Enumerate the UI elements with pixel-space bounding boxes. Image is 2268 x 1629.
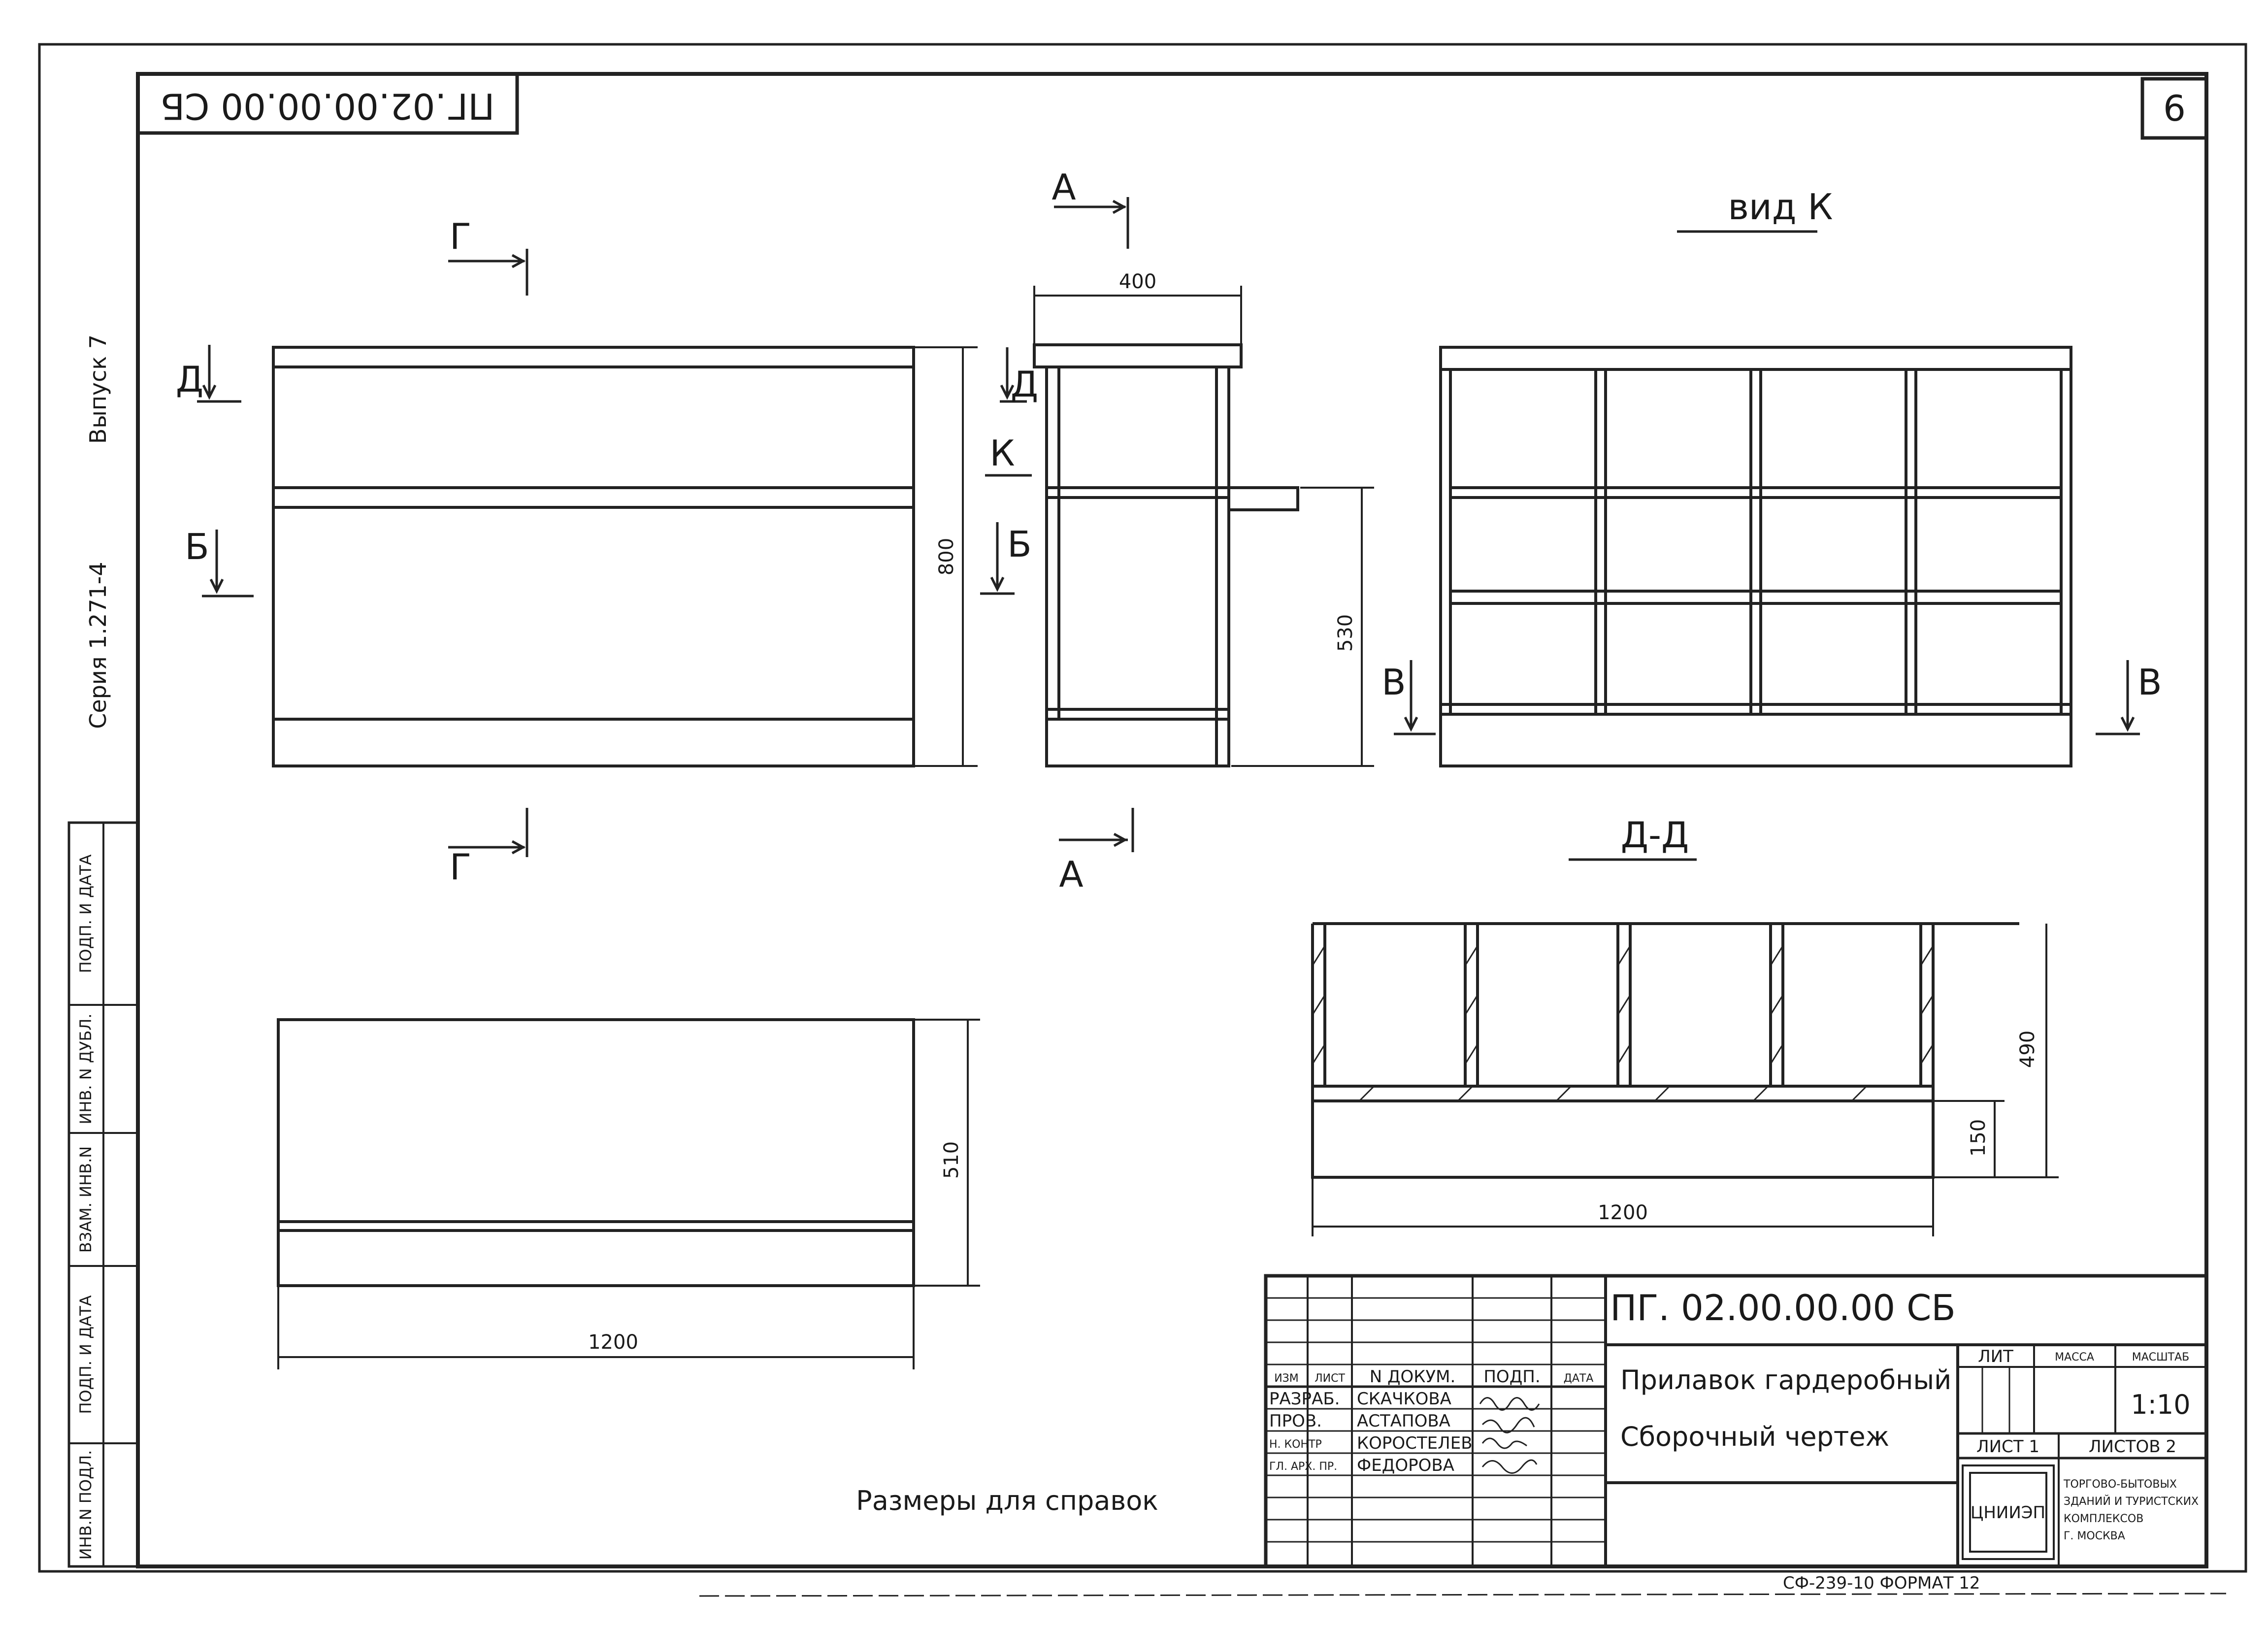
strip-label-dubl: ИНВ. N ДУБЛ. — [76, 1013, 95, 1124]
reference-note: Размеры для справок — [856, 1485, 1158, 1516]
series-margin: Серия 1.271-4 — [85, 562, 111, 729]
section-b-mid-label: Б — [1007, 524, 1031, 565]
section-b-mid — [980, 522, 1015, 595]
section-v-left-label: В — [1381, 662, 1406, 703]
tb-scale-value: 1:10 — [2131, 1389, 2190, 1420]
sheet-number-box — [2140, 77, 2208, 140]
tb-name-line1: Прилавок гардеробный — [1620, 1364, 1951, 1396]
section-v-right — [2096, 660, 2140, 735]
tb-row-role-1: ПРОВ. — [1269, 1411, 1322, 1431]
side-depth-dim — [1033, 286, 1242, 345]
strip-label-inv-podl: ИНВ.N ПОДЛ. — [76, 1450, 95, 1560]
section-a-top-label: А — [1052, 166, 1076, 208]
tb-row-name-3: ФЕДОРОВА — [1357, 1456, 1454, 1475]
section-dd-plinth-label: 150 — [1967, 1119, 1990, 1157]
section-g-top-label: Г — [450, 216, 471, 257]
section-a-bottom — [1059, 808, 1134, 852]
section-d-left-label: Д — [176, 359, 203, 400]
section-g-bottom-label: Г — [450, 846, 471, 888]
plan-depth-dim — [914, 1019, 980, 1287]
plan-depth-label: 510 — [940, 1141, 963, 1179]
rotated-code-text: ПГ.02.00.00.00 СБ — [161, 85, 495, 127]
section-v-left — [1394, 660, 1436, 735]
section-g-top — [448, 249, 528, 296]
section-g-bottom — [448, 808, 528, 857]
sheet-number: 6 — [2163, 88, 2186, 129]
section-dd-height-label: 490 — [2016, 1031, 2039, 1068]
strip-label-podp-1: ПОДП. И ДАТА — [76, 1295, 95, 1414]
org-logo-text: ЦНИИЭП — [1971, 1503, 2045, 1523]
tb-header-doc: N ДОКУМ. — [1370, 1367, 1456, 1387]
plan-view — [277, 1018, 915, 1287]
title-block — [1264, 1274, 2208, 1568]
tb-row-name-2: КОРОСТЕЛЕВ — [1357, 1433, 1473, 1453]
bottom-dash-line — [699, 1593, 2227, 1597]
format-note: СФ-239-10 ФОРМАТ 12 — [1783, 1573, 1980, 1593]
front-height-dim — [914, 346, 978, 767]
side-view — [1033, 343, 1299, 767]
tb-header-izm: ИЗМ — [1274, 1372, 1299, 1385]
side-shelf-label: 530 — [1334, 614, 1357, 652]
section-dd-width-dim — [1312, 1177, 1934, 1236]
org-line-2: ЗДАНИЙ И ТУРИСТСКИХ — [2064, 1495, 2199, 1508]
section-dd-height-dim — [1933, 924, 2059, 1178]
section-v-right-label: В — [2137, 662, 2162, 703]
tb-header-data: ДАТА — [1564, 1372, 1594, 1385]
tb-designation: ПГ. 02.00.00.00 СБ — [1610, 1287, 1956, 1329]
section-d-mid — [1000, 347, 1027, 403]
tb-header-list: ЛИСТ — [1315, 1372, 1345, 1385]
rotated-code-box — [136, 72, 519, 135]
front-height-label: 800 — [935, 538, 958, 575]
side-shelf-dim — [1231, 487, 1374, 767]
org-line-1: ТОРГОВО-БЫТОВЫХ — [2063, 1478, 2177, 1491]
section-b-left — [202, 530, 254, 598]
issue-margin: Выпуск 7 — [85, 334, 111, 444]
tb-row-role-2: Н. КОНТР — [1269, 1438, 1322, 1451]
tb-row-role-0: РАЗРАБ. — [1269, 1389, 1340, 1409]
tb-sheet-label: ЛИСТ 1 — [1976, 1437, 2039, 1457]
strip-label-podp-2: ПОДП. И ДАТА — [76, 854, 95, 973]
tb-row-role-3: ГЛ. АРХ. ПР. — [1269, 1461, 1337, 1473]
inner-frame — [136, 72, 2208, 1568]
section-dd-width-label: 1200 — [1598, 1201, 1648, 1224]
view-k-cabinet — [1439, 346, 2072, 767]
tb-row-name-0: СКАЧКОВА — [1357, 1389, 1451, 1409]
section-dd-title: Д-Д — [1621, 814, 1689, 856]
strip-label-vzam: ВЗАМ. ИНВ.N — [76, 1146, 95, 1253]
section-a-top — [1054, 197, 1129, 249]
plan-width-label: 1200 — [588, 1331, 638, 1354]
section-a-bottom-label: А — [1059, 854, 1083, 895]
section-d-mid-label: Д — [1011, 364, 1038, 405]
section-dd — [1311, 922, 2019, 1179]
tb-header-podp: ПОДП. — [1483, 1367, 1540, 1387]
section-b-left-label: Б — [185, 526, 209, 567]
section-k-label: К — [989, 432, 1015, 474]
tb-row-name-1: АСТАПОВА — [1357, 1411, 1450, 1431]
tb-lit-label: ЛИТ — [1978, 1347, 2013, 1366]
section-dd-hatching — [1312, 945, 1934, 1102]
section-d-left — [197, 345, 241, 403]
outer-border — [38, 43, 2247, 1573]
tb-sheets-label: ЛИСТОВ 2 — [2089, 1437, 2176, 1457]
side-depth-label: 400 — [1119, 270, 1156, 293]
signatures — [1479, 1397, 1540, 1474]
plan-width-dim — [277, 1286, 915, 1369]
section-dd-plinth-dim — [1933, 1100, 2005, 1177]
org-line-4: Г. МОСКВА — [2064, 1530, 2125, 1542]
tb-mass-label: МАССА — [2055, 1351, 2094, 1363]
view-k-title: вид К — [1728, 186, 1833, 228]
front-view — [272, 346, 915, 767]
tb-name-line2: Сборочный чертеж — [1620, 1421, 1889, 1452]
org-logo — [1962, 1464, 2055, 1560]
tb-scale-label: МАСШТАБ — [2132, 1351, 2190, 1363]
org-line-3: КОМПЛЕКСОВ — [2064, 1513, 2143, 1525]
left-stamp-strip: ИНВ.N ПОДЛ. ПОДП. И ДАТА ВЗАМ. ИНВ.N ИНВ… — [67, 821, 139, 1568]
